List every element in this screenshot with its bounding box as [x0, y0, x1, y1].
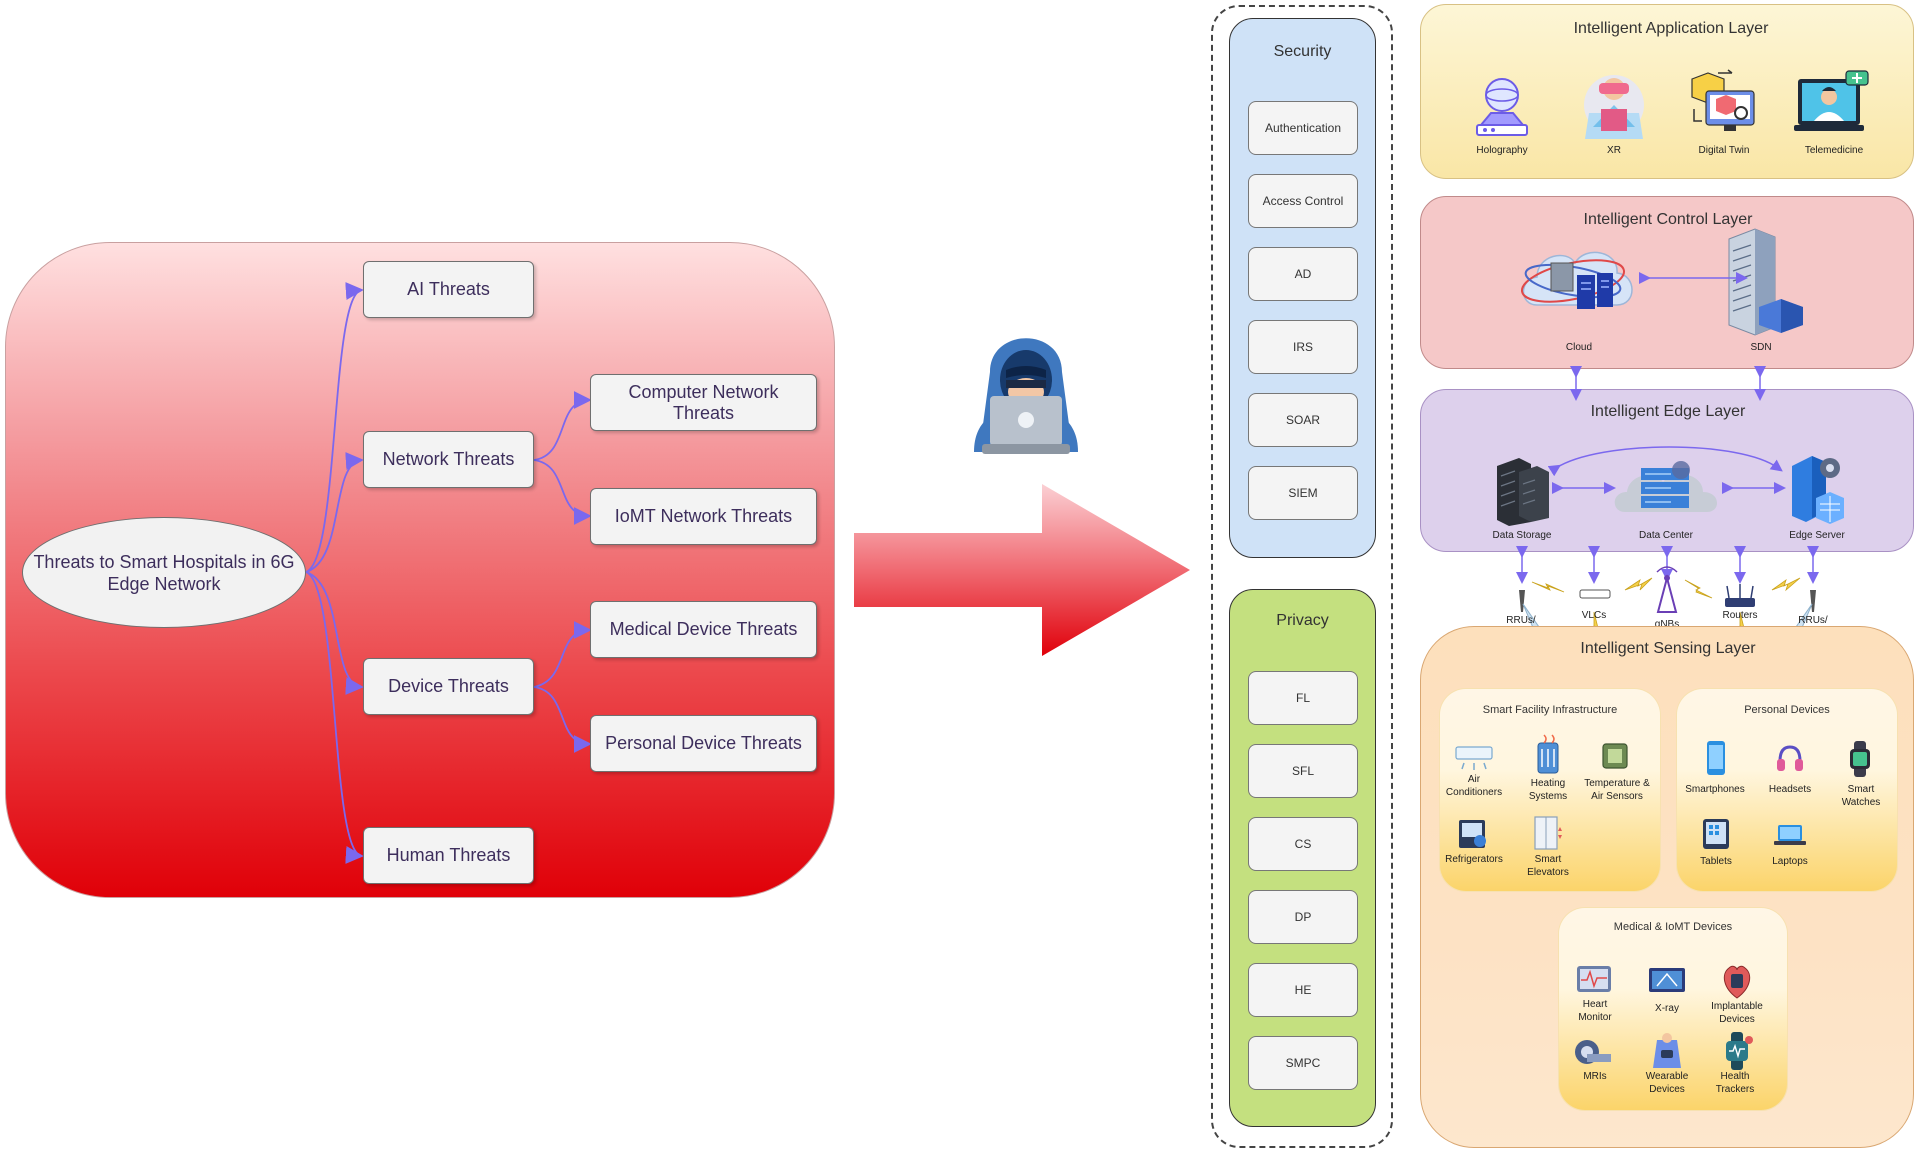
medical-item-label: Health Trackers: [1715, 1071, 1755, 1095]
refrigerator-icon: [1459, 820, 1486, 848]
privacy-item: FL: [1248, 671, 1358, 725]
personal-devices-panel: Personal Devices Smartphones Headsets Sm…: [1677, 689, 1897, 891]
personal-item-label: Laptops: [1772, 856, 1808, 867]
x-ray-icon: [1649, 968, 1685, 992]
smart-watch-icon: [1850, 741, 1870, 777]
security-item: SOAR: [1248, 393, 1358, 447]
medical-item-label: MRIs: [1583, 1071, 1607, 1082]
vlc-icon: [1579, 589, 1611, 599]
medical-item-label: X-ray: [1655, 1003, 1679, 1014]
iomt-network-threats-node: IoMT Network Threats: [590, 488, 817, 545]
personal-devices-title: Personal Devices: [1744, 704, 1830, 716]
heating-system-icon: [1537, 734, 1559, 774]
cloud-icon: [1520, 251, 1633, 309]
facility-item-label: Heating Systems: [1528, 778, 1568, 802]
personal-device-threats-node: Personal Device Threats: [590, 715, 817, 772]
security-item: IRS: [1248, 320, 1358, 374]
gnb-label: gNBs: [1654, 619, 1680, 630]
digital-twin-icon: [1691, 69, 1755, 131]
xr-icon: [1584, 75, 1644, 139]
facility-item-label: Smart Elevators: [1527, 854, 1569, 878]
medical-item-label: Heart Monitor: [1578, 999, 1612, 1023]
app-item-label: Telemedicine: [1804, 145, 1864, 156]
wearable-device-icon: [1653, 1033, 1681, 1068]
control-item-label: SDN: [1750, 342, 1772, 353]
privacy-item: HE: [1248, 963, 1358, 1017]
security-item: SIEM: [1248, 466, 1358, 520]
edge-item-label: Edge Server: [1789, 530, 1845, 541]
privacy-item: SMPC: [1248, 1036, 1358, 1090]
medical-item-label: Implantable Devices: [1711, 1001, 1763, 1025]
smart-elevator-icon: [1534, 816, 1562, 850]
router-label: Routers: [1722, 610, 1758, 621]
control-layer: Intelligent Control Layer Cloud SDN: [1420, 196, 1914, 369]
router-icon: [1725, 584, 1755, 607]
tablet-icon: [1703, 819, 1729, 849]
heart-monitor-icon: [1577, 966, 1611, 992]
device-threats-node: Device Threats: [363, 658, 534, 715]
big-arrow-icon: [854, 484, 1190, 656]
hacker-icon: [974, 338, 1078, 454]
smart-facility-title: Smart Facility Infrastructure: [1482, 704, 1618, 716]
telemedicine-icon: [1794, 70, 1869, 131]
edge-item-label: Data Storage: [1492, 530, 1552, 541]
implantable-device-icon: [1723, 965, 1751, 999]
smartphone-icon: [1707, 741, 1725, 775]
security-item: Authentication: [1248, 101, 1358, 155]
control-item-label: Cloud: [1565, 342, 1593, 353]
health-tracker-icon: [1726, 1032, 1753, 1070]
privacy-item: SFL: [1248, 744, 1358, 798]
security-title: Security: [1273, 43, 1332, 60]
facility-item-label: Air Conditioners: [1445, 774, 1503, 798]
privacy-panel: Privacy FL SFL CS DP HE SMPC: [1229, 589, 1376, 1127]
application-layer-title: Intelligent Application Layer: [1573, 20, 1769, 37]
temperature-sensor-icon: [1602, 743, 1628, 769]
ai-threats-node: AI Threats: [363, 261, 534, 318]
data-storage-icon: [1497, 458, 1549, 526]
personal-item-label: Smart Watches: [1841, 784, 1881, 808]
laptop-icon: [1774, 825, 1806, 845]
personal-item-label: Headsets: [1768, 784, 1812, 795]
medical-item-label: Wearable Devices: [1645, 1071, 1689, 1095]
vlc-label: VLCs: [1581, 610, 1607, 621]
air-conditioner-icon: [1455, 746, 1493, 770]
smart-facility-panel: Smart Facility Infrastructure Air Condit…: [1440, 689, 1660, 891]
security-panel: Security Authentication Access Control A…: [1229, 18, 1376, 558]
personal-item-label: Smartphones: [1685, 784, 1745, 795]
control-layer-title: Intelligent Control Layer: [1583, 211, 1753, 228]
medical-devices-title: Medical & IoMT Devices: [1613, 921, 1733, 933]
app-item-label: XR: [1607, 145, 1621, 156]
security-privacy-frame: [1211, 5, 1393, 1148]
human-threats-node: Human Threats: [363, 827, 534, 884]
security-item: Access Control: [1248, 174, 1358, 228]
edge-layer-title: Intelligent Edge Layer: [1590, 403, 1746, 420]
mri-icon: [1575, 1040, 1611, 1064]
medical-device-threats-node: Medical Device Threats: [590, 601, 817, 658]
medical-devices-panel: Medical & IoMT Devices Heart Monitor X-r…: [1559, 908, 1787, 1110]
sensing-layer-title: Intelligent Sensing Layer: [1580, 640, 1756, 657]
threats-root-node: Threats to Smart Hospitals in 6G Edge Ne…: [22, 517, 306, 628]
headset-icon: [1777, 745, 1803, 771]
edge-item-label: Data Center: [1639, 530, 1693, 541]
facility-item-label: Refrigerators: [1445, 854, 1503, 865]
privacy-title: Privacy: [1276, 612, 1329, 629]
privacy-item: DP: [1248, 890, 1358, 944]
personal-item-label: Tablets: [1700, 856, 1732, 867]
privacy-item: CS: [1248, 817, 1358, 871]
edge-server-icon: [1792, 456, 1844, 524]
application-layer: Intelligent Application Layer Holography…: [1420, 4, 1914, 179]
gnb-icon: [1656, 566, 1678, 613]
network-threats-node: Network Threats: [363, 431, 534, 488]
facility-item-label: Temperature & Air Sensors: [1584, 778, 1650, 802]
app-item-label: Holography: [1476, 145, 1528, 156]
computer-network-threats-node: Computer Network Threats: [590, 374, 817, 431]
security-item: AD: [1248, 247, 1358, 301]
holography-icon: [1476, 78, 1528, 136]
sdn-icon: [1728, 228, 1803, 336]
app-item-label: Digital Twin: [1698, 145, 1750, 156]
sensing-layer: Intelligent Sensing Layer Smart Facility…: [1420, 626, 1914, 1148]
